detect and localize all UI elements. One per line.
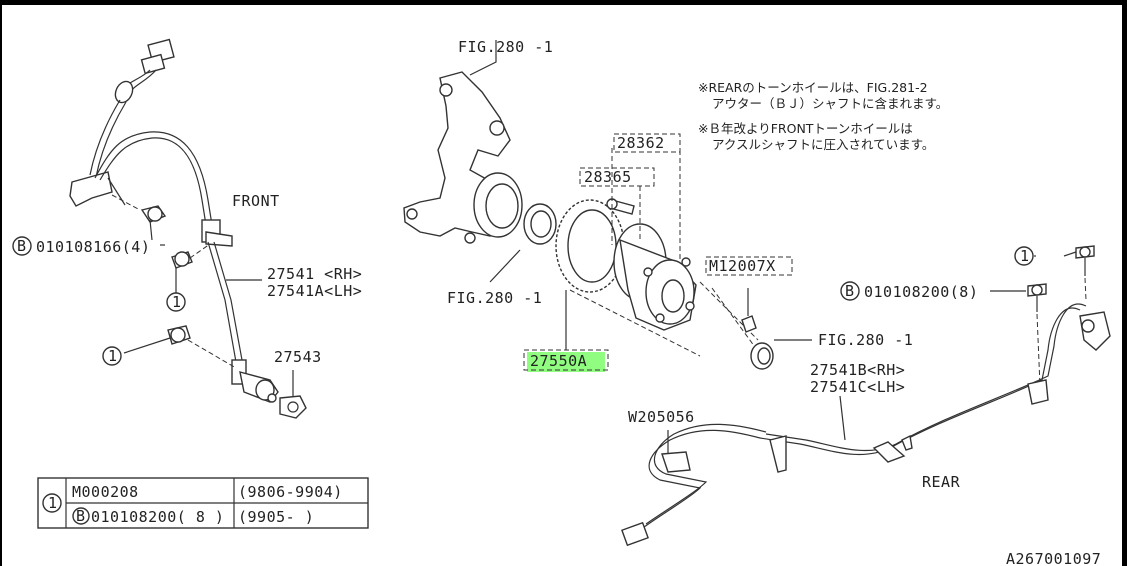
bolt-left-label: 010108166(4) bbox=[36, 238, 150, 256]
circle-b-label: B bbox=[845, 282, 855, 300]
part-28365: 28365 bbox=[584, 168, 632, 186]
doc-id: A267001097 bbox=[1006, 550, 1101, 566]
note-line-1: ※REARのトーンホイールは、FIG.281-2 bbox=[698, 80, 928, 95]
legend-row1-range: (9806-9904) bbox=[238, 483, 343, 501]
highlight-27550a bbox=[527, 352, 605, 372]
part-27550a: 27550A bbox=[530, 352, 587, 370]
box-28362 bbox=[613, 133, 681, 153]
fig-label-mid: FIG.280 -1 bbox=[447, 289, 542, 307]
box-27550a bbox=[523, 349, 609, 371]
part-27541b-rh: 27541B<RH> bbox=[810, 361, 905, 379]
front-label: FRONT bbox=[232, 192, 280, 210]
callout-bolt-right: B 010108200(8) bbox=[840, 281, 978, 301]
part-27541-rh: 27541 <RH> bbox=[267, 265, 362, 283]
tone-wheel bbox=[555, 199, 625, 350]
circle-one-label: 1 bbox=[172, 293, 182, 311]
part-w205056: W205056 bbox=[628, 408, 695, 426]
rear-label: REAR bbox=[922, 473, 961, 491]
note-line-4: アクスルシャフトに圧入されています。 bbox=[712, 137, 934, 152]
legend-row2-range: (9905- ) bbox=[238, 508, 314, 526]
rear-abs-harness bbox=[621, 245, 1111, 547]
callout-one-b: 1 bbox=[102, 346, 122, 366]
box-m12007x bbox=[705, 256, 793, 276]
fig-label-right: FIG.280 -1 bbox=[818, 331, 913, 349]
part-28362: 28362 bbox=[617, 134, 665, 152]
legend-table: 1 M000208 (9806-9904) B 010108200( 8 ) (… bbox=[37, 477, 369, 529]
circle-one-label: 1 bbox=[108, 347, 118, 365]
part-27543: 27543 bbox=[274, 348, 322, 366]
hub-bearing bbox=[569, 148, 812, 370]
knuckle-assembly bbox=[403, 40, 523, 244]
front-abs-harness bbox=[69, 38, 307, 419]
callout-bolt-left: B 010108166(4) bbox=[12, 236, 150, 256]
part-27541a-lh: 27541A<LH> bbox=[267, 282, 362, 300]
legend-index: 1 bbox=[48, 494, 58, 512]
legend-row2-part: 010108200( 8 ) bbox=[91, 508, 224, 526]
box-28365 bbox=[579, 167, 655, 187]
legend-row2-prefix: B bbox=[76, 507, 86, 525]
seal-ring bbox=[489, 203, 557, 283]
part-m12007x: M12007X bbox=[709, 257, 776, 275]
legend-row1-part: M000208 bbox=[72, 483, 139, 501]
note-line-2: アウター（ＢＪ）シャフトに含まれます。 bbox=[712, 96, 948, 111]
note-line-3: ※Ｂ年改よりFRONTトーンホイールは bbox=[698, 121, 913, 136]
circle-b-label: B bbox=[17, 237, 27, 255]
callout-one-c: 1 bbox=[1014, 246, 1034, 266]
circle-one-label: 1 bbox=[1020, 247, 1030, 265]
leader-27541b bbox=[839, 395, 846, 441]
part-27541c-lh: 27541C<LH> bbox=[810, 378, 905, 396]
right-border bbox=[1122, 0, 1127, 566]
top-border bbox=[0, 0, 1127, 5]
bolt-right-label: 010108200(8) bbox=[864, 283, 978, 301]
fig-label-top: FIG.280 -1 bbox=[458, 38, 553, 56]
callout-one-a: 1 bbox=[166, 292, 186, 312]
left-border bbox=[0, 0, 2, 566]
